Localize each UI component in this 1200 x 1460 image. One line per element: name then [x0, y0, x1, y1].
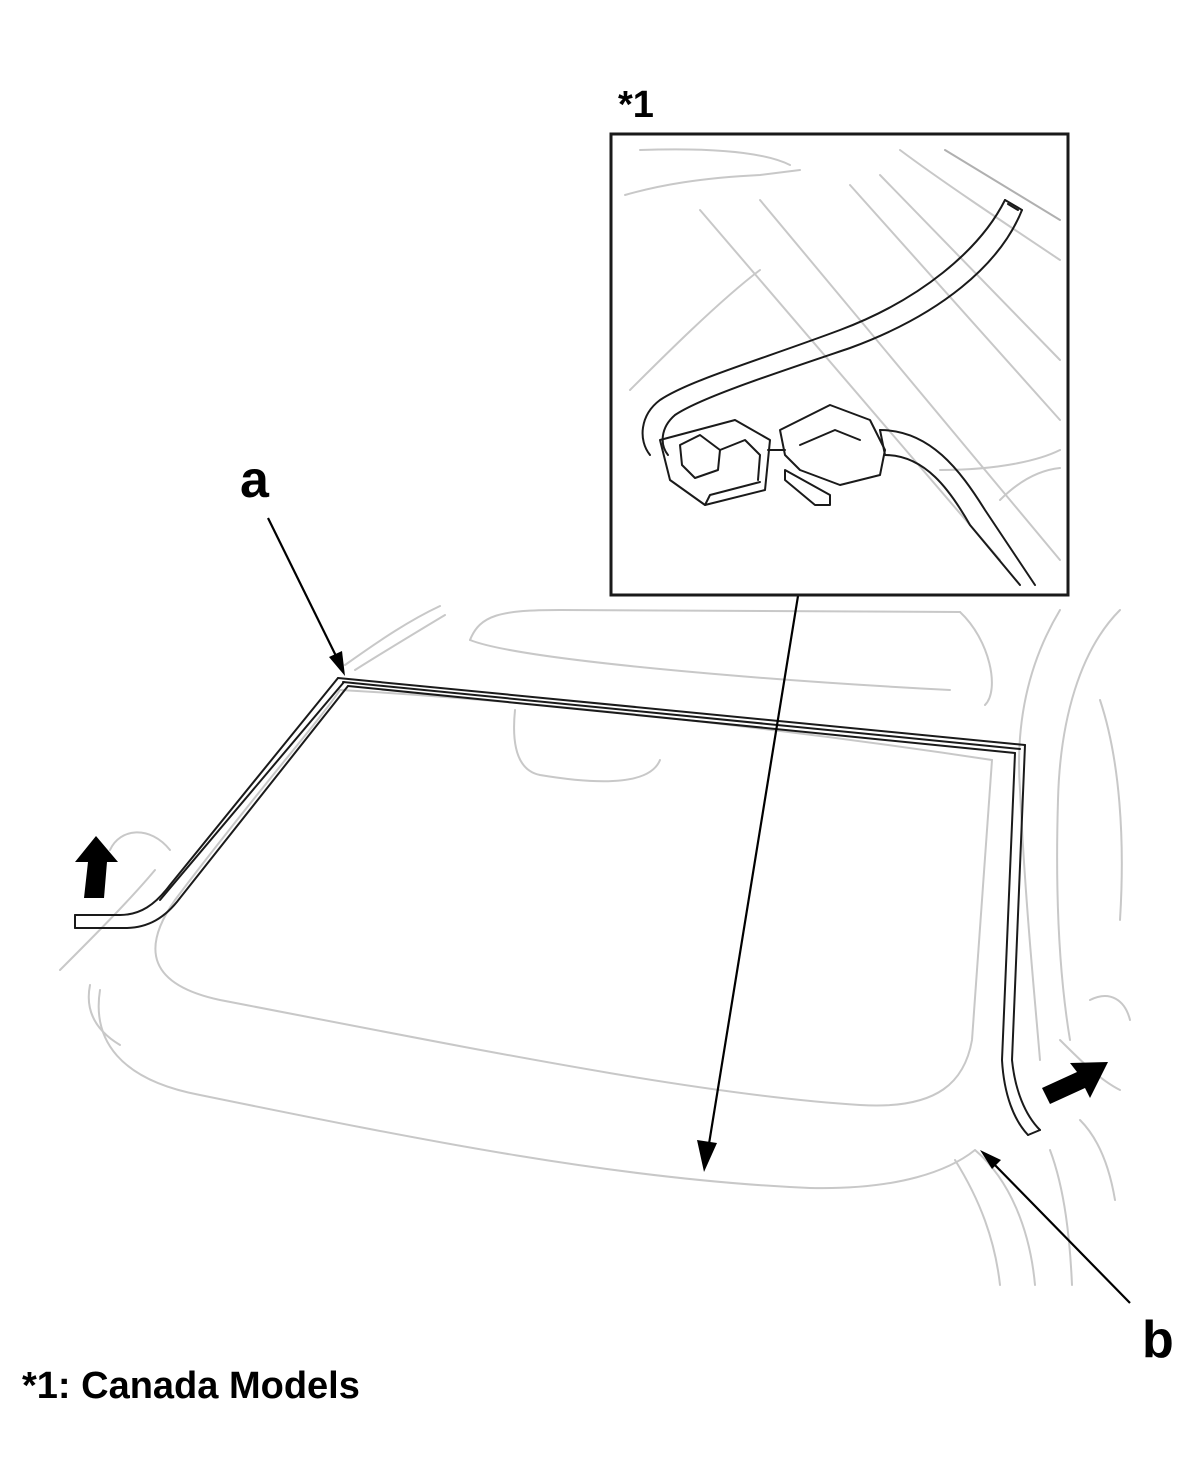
callout-inset: *1: [618, 84, 654, 126]
car-body-outline: [59, 605, 1131, 1286]
leader-b: [980, 1150, 1131, 1304]
bold-arrow-icon-left: [75, 836, 118, 898]
footnote: *1: Canada Models: [22, 1365, 360, 1407]
windshield-molding: [74, 677, 1041, 1136]
leader-inset: [697, 595, 800, 1172]
inset-connector-detail: [609, 132, 1070, 597]
callout-b: b: [1142, 1311, 1174, 1369]
callout-a: a: [240, 451, 270, 509]
leader-a: [267, 517, 345, 676]
bold-arrow-icon-right: [1042, 1062, 1108, 1104]
